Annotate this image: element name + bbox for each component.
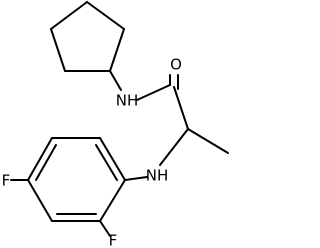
bond-alpha-to-methyl — [187, 128, 229, 154]
atom-label-f-ortho: F — [109, 232, 118, 248]
bond-aryl-inner-1 — [95, 144, 118, 181]
bond-alpha-to-nh — [159, 128, 189, 166]
bond-nh-to-aryl — [124, 176, 148, 181]
bond-nh-to-carbonyl — [136, 84, 171, 101]
atom-label-f-para: F — [2, 172, 11, 190]
cyclopentyl-ring — [50, 1, 125, 72]
bond-to-f-ortho — [99, 220, 111, 237]
bond-ring-to-nh — [109, 70, 122, 91]
bond-aryl-1 — [99, 137, 126, 181]
bond-aryl-3 — [27, 137, 53, 181]
bond-ring-5 — [50, 1, 88, 30]
bond-ring-4 — [50, 28, 66, 72]
atom-label-nh-amide: NH — [116, 92, 139, 110]
bond-ring-2 — [109, 28, 125, 72]
bond-ring-1 — [86, 1, 125, 30]
atom-label-oxygen: O — [170, 56, 182, 74]
amide-group — [109, 70, 189, 130]
bond-carbonyl-to-alpha — [173, 86, 189, 130]
atom-label-nh-amine: NH — [146, 167, 169, 185]
difluorophenyl-ring — [10, 137, 126, 237]
bond-aryl-4 — [27, 179, 53, 222]
alpha-carbon-group — [124, 128, 229, 181]
bond-aryl-6 — [99, 179, 126, 222]
bond-aryl-inner-2 — [35, 144, 57, 181]
molecule-structure: NH O NH F F — [2, 1, 229, 248]
